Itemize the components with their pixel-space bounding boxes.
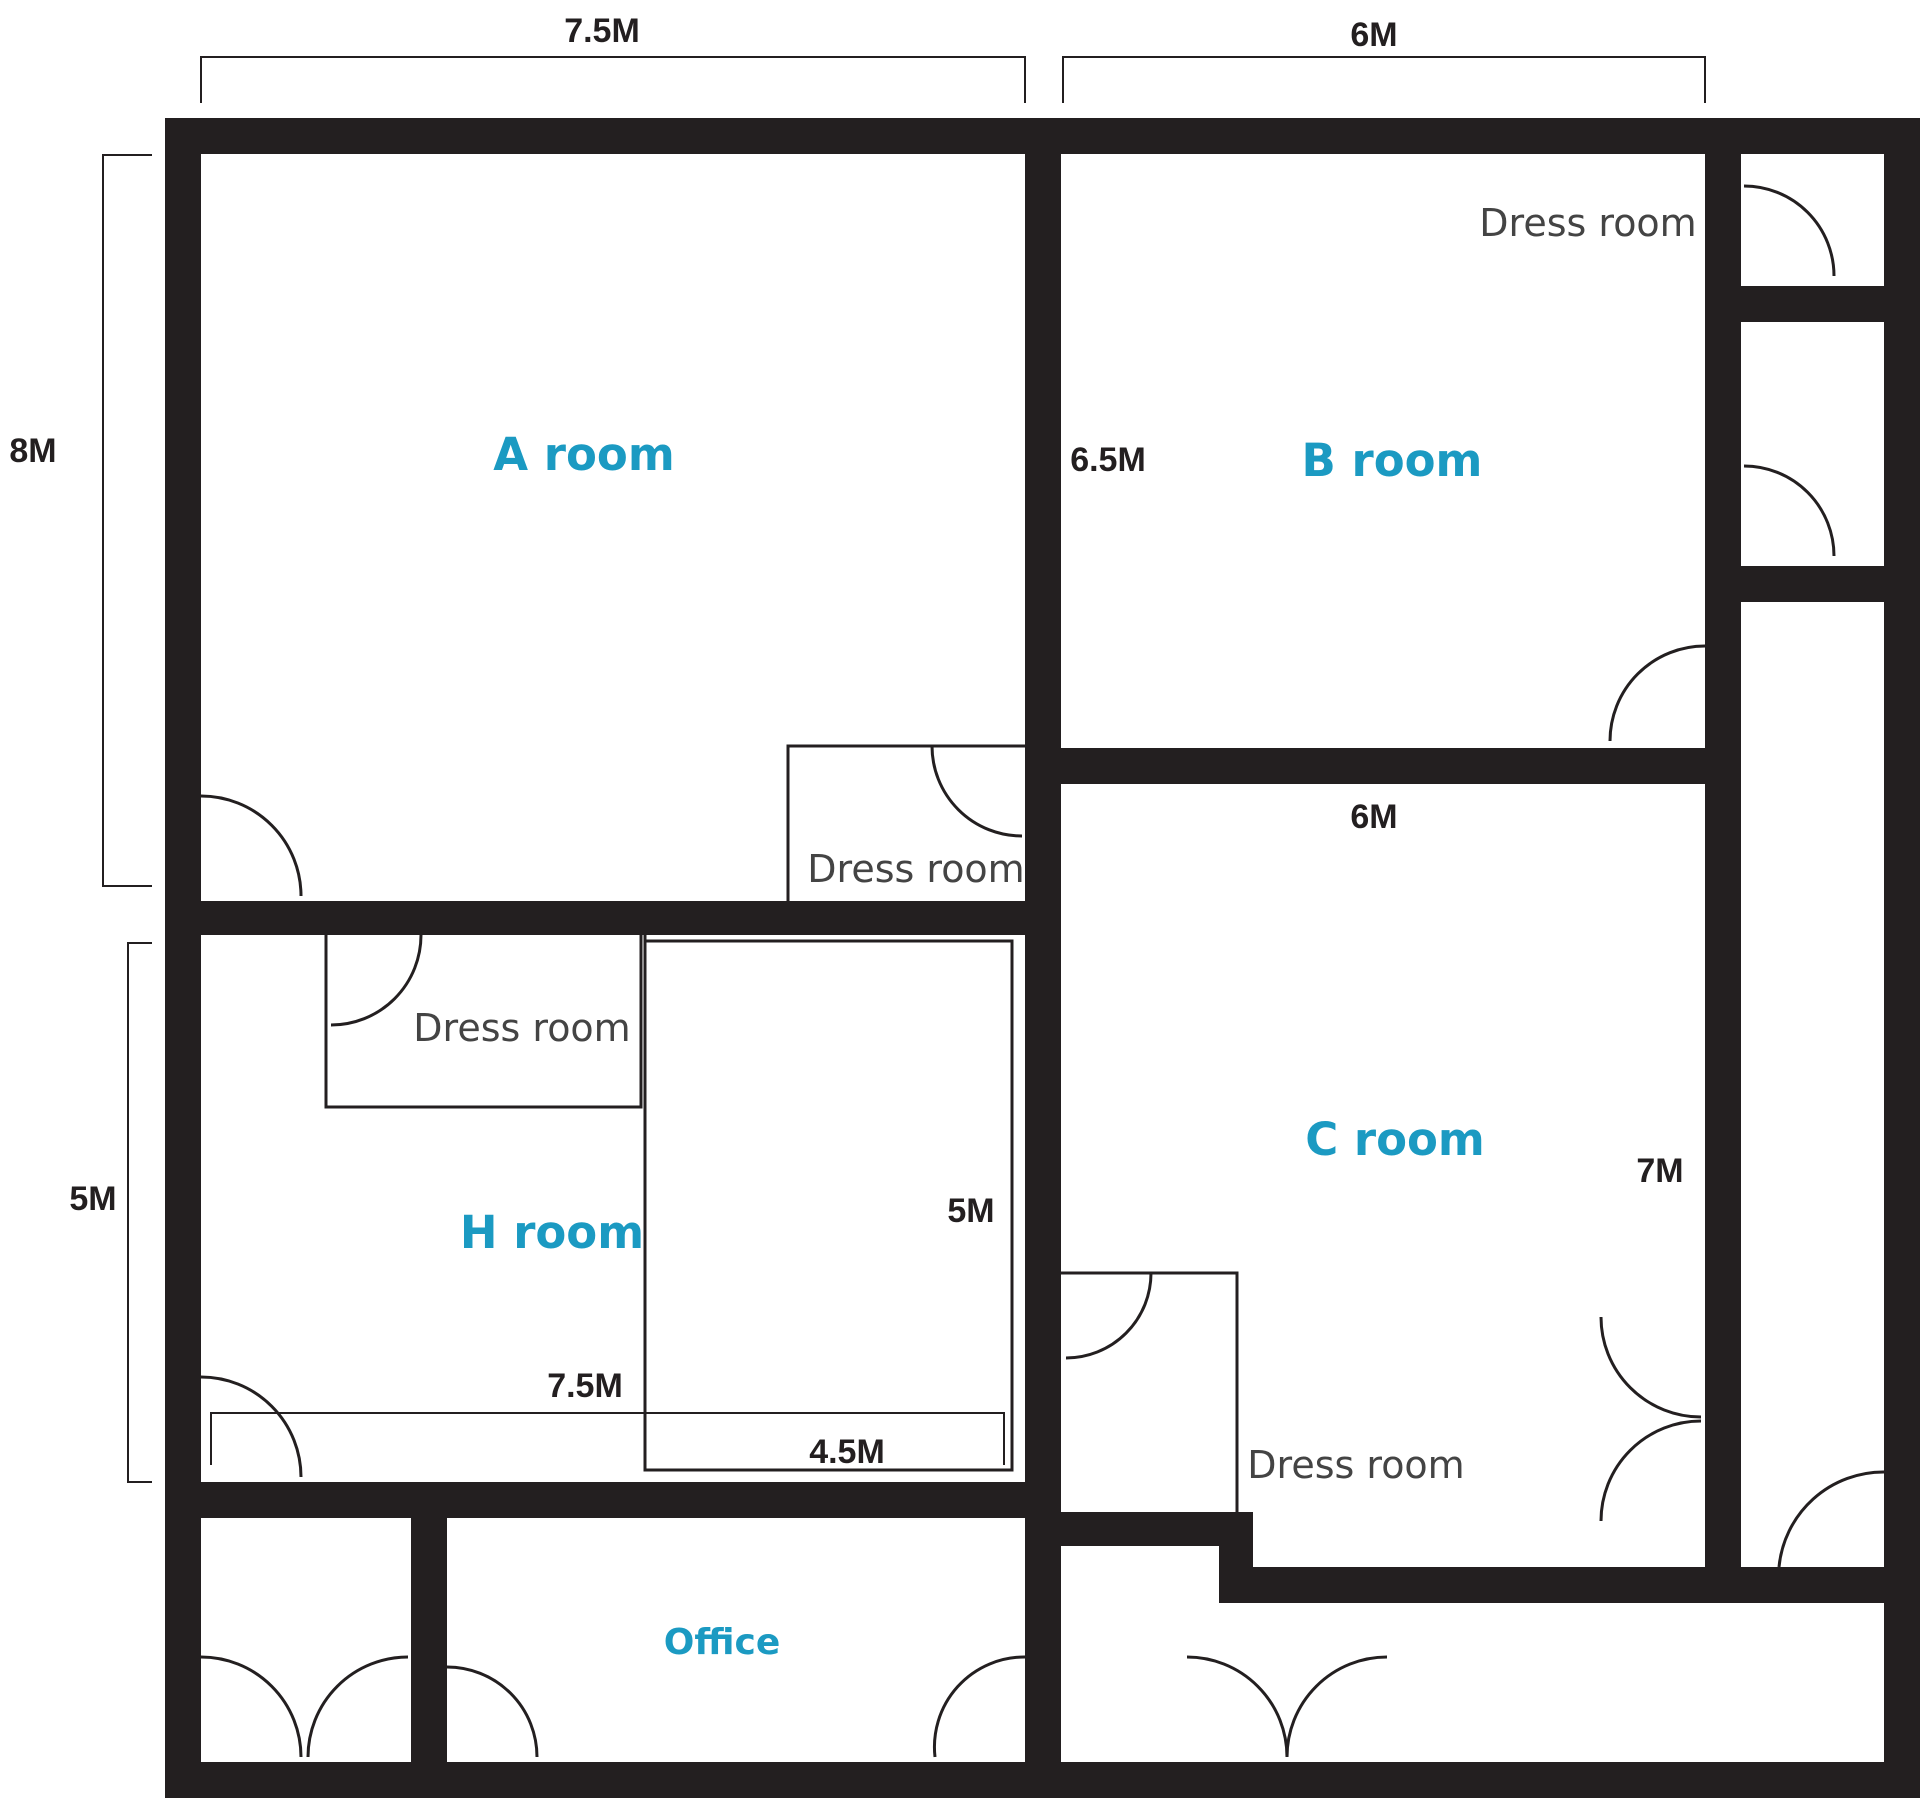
dress-room-label-b: Dress room [1479, 201, 1696, 245]
door-swing-icon [200, 794, 303, 897]
door-swing-icon [200, 1655, 303, 1758]
door-swing-icon [930, 745, 1023, 838]
wall-segment [201, 1482, 1061, 1518]
door-swing-icon [1743, 464, 1836, 557]
door-swing-icon [1065, 1272, 1153, 1360]
dim-bracket-top-left [200, 56, 1026, 103]
dim-b-room-height: 6.5M [1070, 441, 1146, 479]
door-swing-icon [932, 1655, 1026, 1758]
dim-top-right-width: 6M [1350, 16, 1397, 54]
dimension-lines [102, 56, 1706, 1483]
dim-h-room-width: 7.5M [547, 1367, 623, 1405]
dim-bracket-left-upper [102, 154, 152, 887]
b-room-label: B room [1302, 434, 1483, 487]
wall-segment [1741, 566, 1884, 602]
wall-segment [1884, 118, 1920, 1798]
door-swing-icon [1608, 644, 1706, 742]
partitions [324, 744, 1239, 1512]
door-swing-icon [330, 934, 423, 1027]
a-room-label: A room [493, 428, 674, 481]
dress-room-h-outline [324, 935, 643, 1109]
office-label: Office [664, 1622, 781, 1663]
dim-bracket-top-right [1062, 56, 1706, 103]
c-room-label: C room [1305, 1113, 1485, 1166]
door-swing-icon [1599, 1419, 1702, 1522]
door-swing-icon [1743, 184, 1836, 277]
dim-c-room-width: 6M [1350, 798, 1397, 836]
door-swing-icon [446, 1665, 539, 1758]
dim-left-upper-height: 8M [9, 432, 56, 470]
door-swing-icon [306, 1655, 409, 1758]
dress-room-label-a: Dress room [807, 847, 1024, 891]
door-swing-icon [1777, 1470, 1885, 1568]
doors [200, 184, 1885, 1758]
wall-segment [1025, 118, 1061, 1798]
dim-bracket-h-width [210, 1412, 1005, 1465]
dim-c-room-height: 7M [1636, 1152, 1683, 1190]
dim-left-lower-height: 5M [69, 1180, 116, 1218]
door-swing-icon [1599, 1316, 1702, 1419]
wall-segment [1741, 1567, 1884, 1603]
door-swing-icon [200, 1375, 303, 1478]
wall-segment [1705, 118, 1741, 1603]
wall-segment [1219, 1567, 1741, 1603]
dress-room-c-outline [1061, 1271, 1239, 1512]
wall-segment [165, 118, 201, 1798]
door-swing-icon [1285, 1655, 1388, 1758]
wall-segment [201, 901, 1061, 935]
wall-segment [1741, 286, 1884, 322]
dim-bracket-left-lower [127, 942, 152, 1483]
dim-top-left-width: 7.5M [564, 12, 640, 50]
dress-room-label-c: Dress room [1247, 1443, 1464, 1487]
walls [165, 118, 1920, 1798]
dim-h-inner-width: 4.5M [809, 1433, 885, 1471]
h-inner-room-outline [643, 935, 1014, 1472]
door-swing-icon [1186, 1655, 1289, 1758]
h-room-label: H room [460, 1206, 644, 1259]
dress-room-a-outline [786, 744, 1025, 901]
dress-room-label-h: Dress room [413, 1006, 630, 1050]
wall-segment [411, 1482, 447, 1798]
wall-segment [1061, 748, 1741, 784]
dim-h-inner-height: 5M [947, 1192, 994, 1230]
